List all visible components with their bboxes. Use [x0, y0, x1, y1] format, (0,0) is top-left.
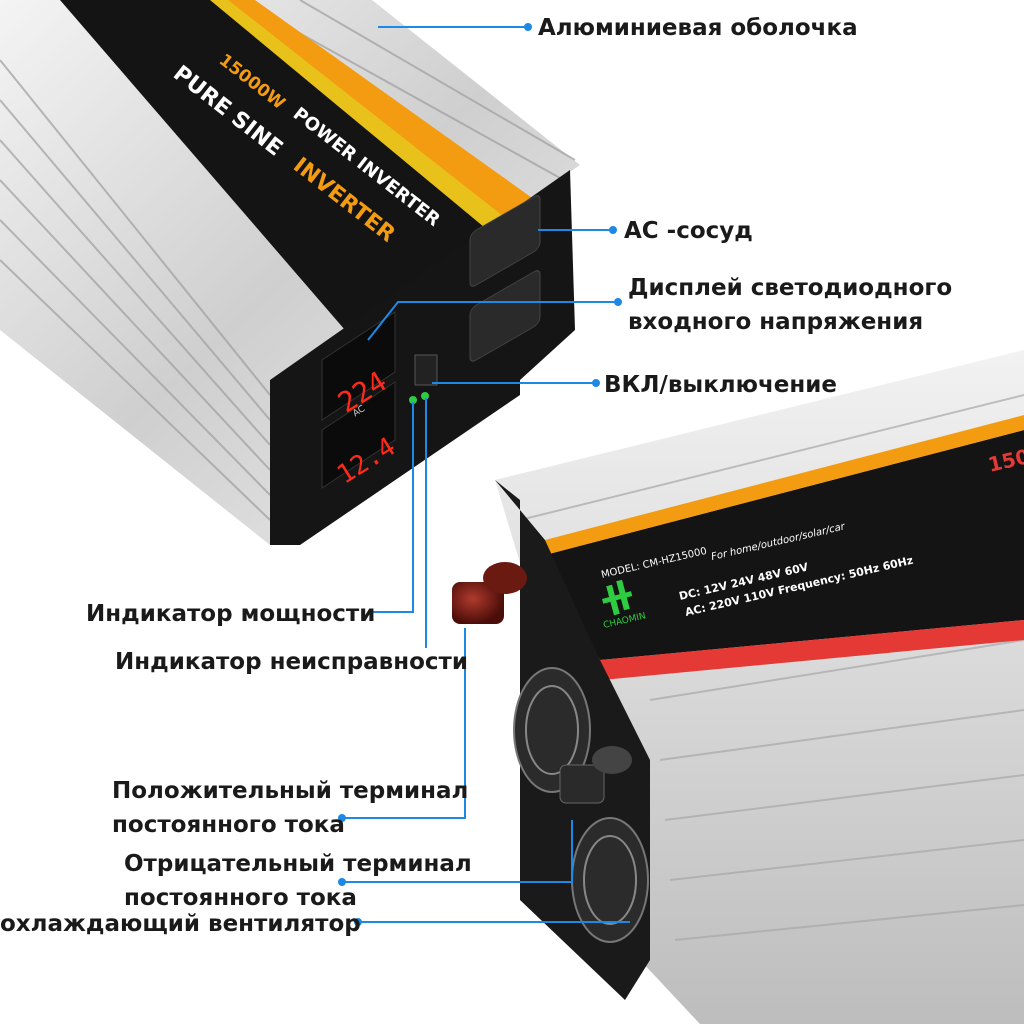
dc-negative-terminal — [559, 746, 632, 804]
label-cooling-fan: охлаждающий вентилятор — [0, 911, 361, 937]
bottom-inverter: MODEL: CM-HZ15000 For home/outdoor/solar… — [452, 350, 1024, 1024]
power-indicator-led — [409, 396, 417, 404]
chaomin-logo — [601, 579, 633, 616]
label-ac-outlet: АС -сосуд — [624, 218, 753, 244]
label-dc-positive-line2: постоянного тока — [112, 812, 345, 838]
leader-display — [367, 301, 618, 341]
label-led-display-line2: входного напряжения — [628, 309, 924, 335]
label-dc-negative-line2: постоянного тока — [124, 885, 357, 911]
leader-lines — [338, 23, 630, 926]
label-fault-indicator: Индикатор неисправности — [115, 649, 469, 675]
leader-dc-negative — [342, 820, 573, 883]
leader-dc-positive — [342, 628, 466, 819]
label-dc-negative-line1: Отрицательный терминал — [124, 851, 472, 877]
power-switch[interactable] — [414, 354, 438, 386]
label-dc-positive-line1: Положительный терминал — [112, 778, 469, 804]
bottom-fins — [519, 394, 1024, 941]
dc-positive-terminal — [452, 562, 527, 624]
ac-outlet — [469, 195, 541, 362]
label-power-indicator: Индикатор мощности — [86, 601, 376, 627]
cooling-fan — [513, 667, 649, 943]
top-inverter: 224 12.4 AC 15000W POWER INVERTER PURE S… — [0, 0, 580, 545]
top-fins — [0, 0, 576, 521]
leader-power-indicator — [372, 402, 414, 613]
label-led-display-line1: Дисплей светодиодного — [628, 275, 953, 301]
label-on-off: ВКЛ/выключение — [604, 372, 837, 398]
label-aluminum-shell: Алюминиевая оболочка — [538, 15, 858, 41]
bottom-label-band — [545, 430, 1024, 660]
top-label-band — [60, 0, 520, 330]
